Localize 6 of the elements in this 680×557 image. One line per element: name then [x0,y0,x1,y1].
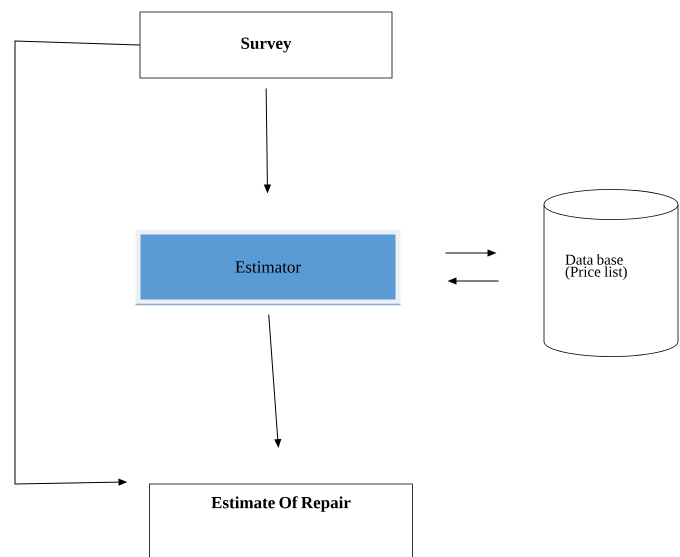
database-cylinder: Data base (Price list) [544,189,678,357]
process-box: Survey [140,12,392,78]
process-box: Estimator [136,230,400,306]
node-label: Data base (Price list) [565,254,627,280]
arrow [14,40,140,486]
process-box: Estimate Of Repair [149,484,413,557]
